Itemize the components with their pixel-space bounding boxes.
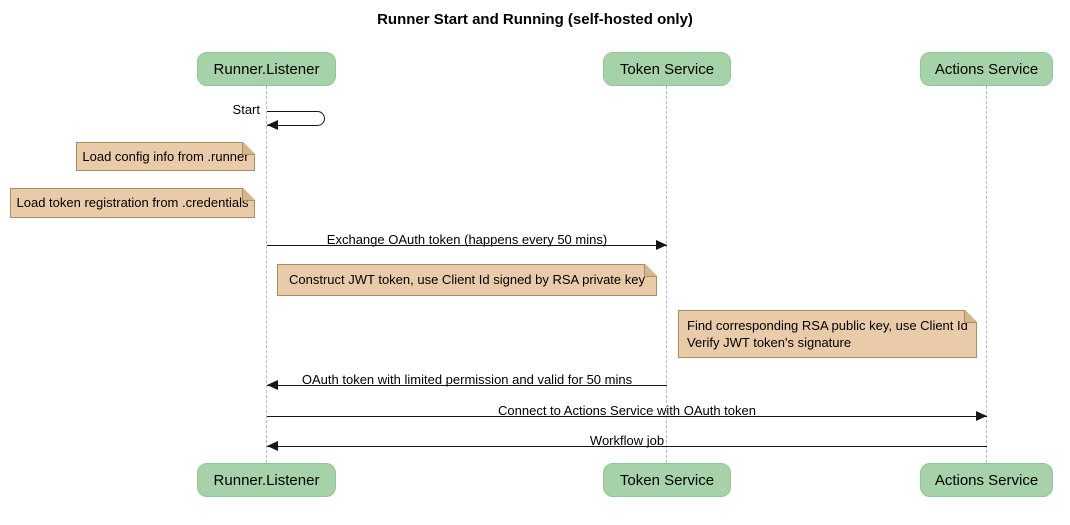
lifeline-runner-listener bbox=[266, 86, 267, 463]
note-construct-jwt: Construct JWT token, use Client Id signe… bbox=[277, 264, 657, 296]
message-exchange-oauth-line bbox=[267, 245, 667, 246]
participant-runner-listener-bottom: Runner.Listener bbox=[197, 463, 336, 497]
lifeline-actions-service bbox=[986, 86, 987, 463]
diagram-title: Runner Start and Running (self-hosted on… bbox=[377, 11, 693, 28]
message-exchange-oauth-arrowhead-icon bbox=[656, 240, 667, 250]
message-oauth-return-arrowhead-icon bbox=[267, 380, 278, 390]
note-load-config: Load config info from .runner bbox=[76, 142, 255, 171]
message-oauth-return-label: OAuth token with limited permission and … bbox=[301, 372, 633, 387]
message-start-loop bbox=[267, 111, 325, 126]
note-construct-jwt-text: Construct JWT token, use Client Id signe… bbox=[289, 272, 645, 287]
message-connect-actions-arrowhead-icon bbox=[976, 411, 987, 421]
participant-runner-listener-top: Runner.Listener bbox=[197, 52, 336, 86]
note-load-config-text: Load config info from .runner bbox=[82, 149, 249, 164]
message-workflow-job-label: Workflow job bbox=[589, 433, 665, 448]
message-workflow-job-arrowhead-icon bbox=[267, 441, 278, 451]
message-start-arrowhead-icon bbox=[267, 120, 278, 130]
message-oauth-return-line bbox=[267, 385, 667, 386]
message-connect-actions-label: Connect to Actions Service with OAuth to… bbox=[498, 403, 756, 418]
participant-actions-service-bottom: Actions Service bbox=[920, 463, 1053, 497]
note-verify-jwt: Find corresponding RSA public key, use C… bbox=[678, 310, 977, 358]
participant-token-service-bottom: Token Service bbox=[603, 463, 731, 497]
note-verify-jwt-line-1: Find corresponding RSA public key, use C… bbox=[687, 318, 968, 333]
message-start-label: Start bbox=[232, 102, 260, 117]
note-load-token-registration: Load token registration from .credential… bbox=[10, 188, 255, 218]
participant-token-service-top: Token Service bbox=[603, 52, 731, 86]
note-load-token-registration-text: Load token registration from .credential… bbox=[16, 195, 249, 210]
lifeline-token-service bbox=[666, 86, 667, 463]
message-exchange-oauth-label: Exchange OAuth token (happens every 50 m… bbox=[326, 232, 608, 247]
participant-actions-service-top: Actions Service bbox=[920, 52, 1053, 86]
message-connect-actions-line bbox=[267, 416, 987, 417]
note-verify-jwt-line-2: Verify JWT token's signature bbox=[687, 335, 852, 350]
message-workflow-job-line bbox=[267, 446, 987, 447]
